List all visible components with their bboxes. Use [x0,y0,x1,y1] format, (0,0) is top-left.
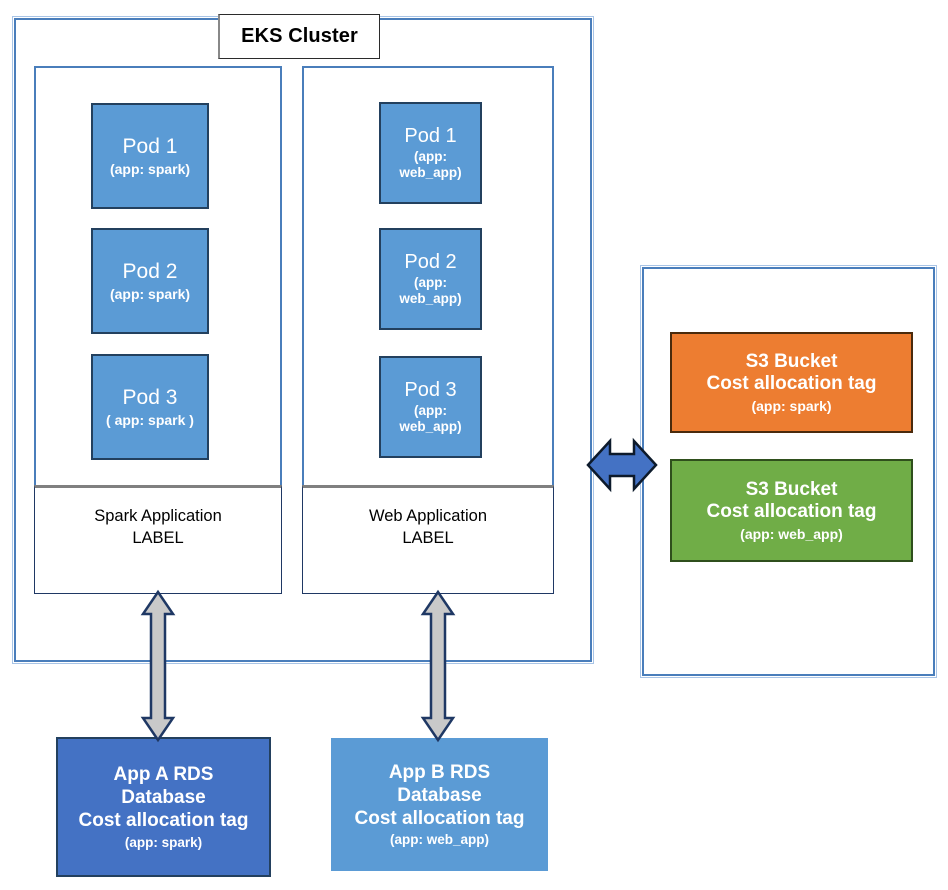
pod-web-2: Pod 2 (app: web_app) [379,228,482,330]
rds-subtitle: Database [397,784,482,806]
pod-web-1: Pod 1 (app: web_app) [379,102,482,204]
pod-title: Pod 1 [404,124,457,147]
s3-bucket-web: S3 Bucket Cost allocation tag (app: web_… [670,459,913,562]
rds-title: App B RDS [388,761,491,783]
s3-bucket-tag: (app: spark) [751,397,832,414]
eks-cluster-title-box: EKS Cluster [218,14,380,59]
pod-tag-line-2: web_app) [399,291,462,307]
rds-cost-tag-label: Cost allocation tag [354,807,525,829]
pod-title: Pod 3 [404,378,457,401]
s3-bucket-subtitle: Cost allocation tag [706,373,877,395]
pod-title: Pod 2 [122,259,178,283]
pod-tag-line-1: (app: [414,403,447,419]
connector-cluster-to-s3-icon [586,437,658,493]
rds-subtitle: Database [121,787,206,809]
label-line-1: Web Application [368,507,488,525]
pod-tag-line: (app: spark) [109,160,191,177]
pod-title: Pod 2 [404,250,457,273]
pod-tag-line: ( app: spark ) [106,411,194,428]
pod-tag-line-2: web_app) [399,165,462,181]
s3-bucket-tag: (app: web_app) [740,525,843,542]
rds-cost-tag-label: Cost allocation tag [78,810,249,832]
pod-spark-3: Pod 3 ( app: spark ) [91,354,209,460]
pod-tag-line-1: (app: [414,275,447,291]
s3-bucket-spark: S3 Bucket Cost allocation tag (app: spar… [670,332,913,433]
s3-bucket-title: S3 Bucket [745,478,838,500]
pod-tag-line-1: (app: [414,149,447,165]
s3-bucket-subtitle: Cost allocation tag [706,501,877,523]
rds-database-app-a: App A RDS Database Cost allocation tag (… [56,737,271,877]
pod-tag-line-2: web_app) [399,419,462,435]
pod-title: Pod 1 [122,134,178,158]
s3-bucket-title: S3 Bucket [745,350,838,372]
label-line-2: LABEL [132,529,184,548]
label-line-2: LABEL [402,529,454,548]
pod-title: Pod 3 [122,385,178,409]
connector-web-to-rds-b-icon [420,589,456,743]
spark-application-label-box: Spark Application LABEL [34,485,282,594]
pod-tag-line: (app: spark) [109,285,191,302]
web-application-label-box: Web Application LABEL [302,485,554,594]
connector-spark-to-rds-a-icon [140,589,176,743]
rds-database-app-b: App B RDS Database Cost allocation tag (… [331,738,548,871]
label-line-1: Spark Application [94,507,222,525]
rds-tag: (app: spark) [124,834,203,850]
page-title: EKS Cluster [241,25,358,47]
rds-title: App A RDS [113,764,214,785]
pod-spark-2: Pod 2 (app: spark) [91,228,209,334]
rds-tag: (app: web_app) [389,832,489,848]
pod-spark-1: Pod 1 (app: spark) [91,103,209,209]
pod-web-3: Pod 3 (app: web_app) [379,356,482,458]
